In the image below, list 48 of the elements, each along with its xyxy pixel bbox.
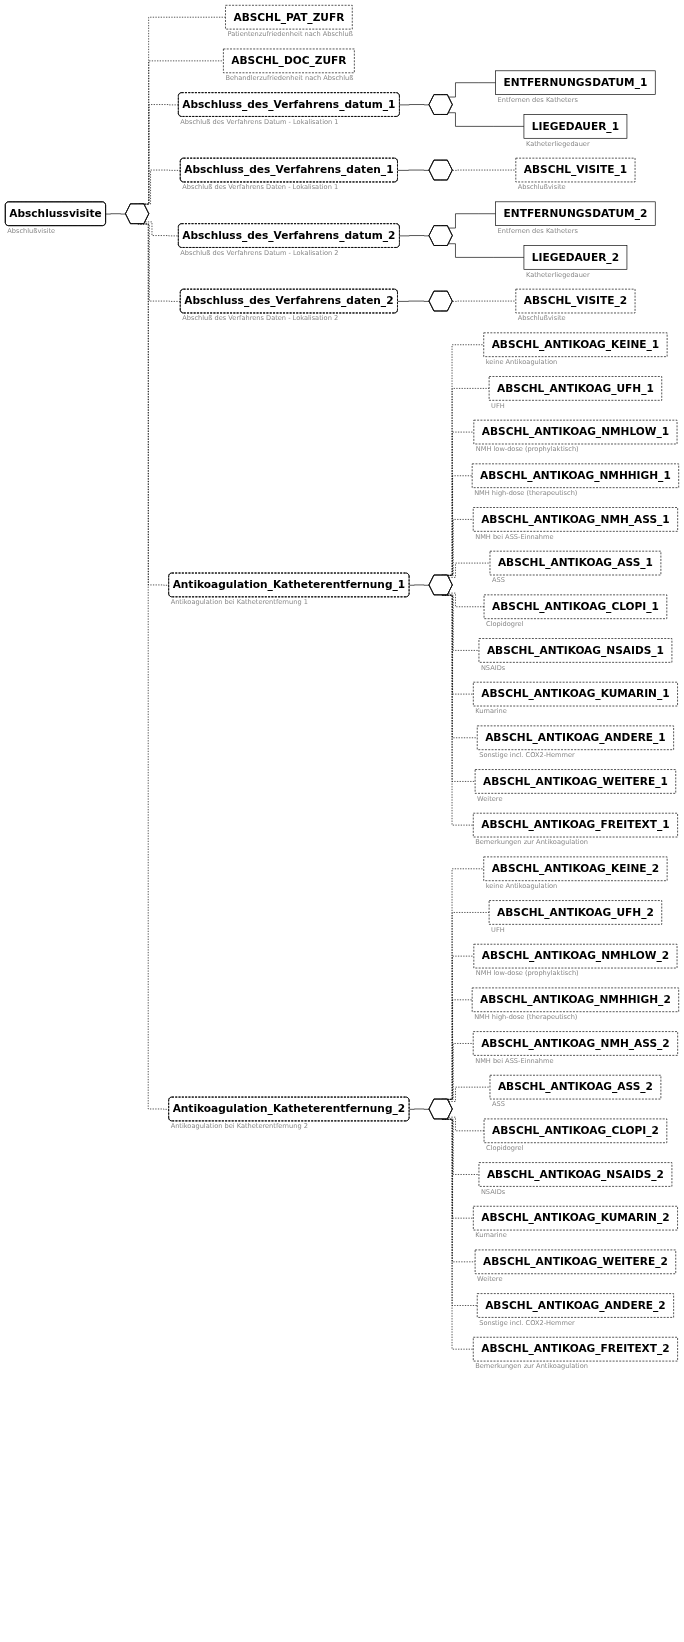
connector — [399, 104, 430, 106]
connector — [448, 82, 496, 98]
node-box: ABSCHL_ANTIKOAG_FREITEXT_2 — [472, 1336, 678, 1362]
connector — [448, 562, 491, 578]
connector — [448, 112, 525, 127]
connector — [448, 243, 525, 258]
node-box: ABSCHL_ANTIKOAG_CLOPI_2 — [483, 1118, 668, 1144]
node-box: ABSCHL_ANTIKOAG_WEITERE_2 — [474, 1249, 677, 1275]
node-box: LIEGEDAUER_1 — [523, 114, 628, 139]
connector — [397, 300, 430, 302]
node-box: ABSCHL_ANTIKOAG_UFH_1 — [488, 376, 663, 401]
connector — [409, 584, 430, 586]
node-box: ABSCHL_ANTIKOAG_NSAIDS_2 — [478, 1162, 673, 1187]
node-box: ABSCHL_ANTIKOAG_KEINE_2 — [483, 856, 668, 882]
node-box: ABSCHL_ANTIKOAG_NMHHIGH_2 — [471, 987, 680, 1013]
node-box: ABSCHL_ANTIKOAG_FREITEXT_1 — [472, 812, 678, 838]
connector — [452, 169, 517, 171]
connector — [409, 1108, 430, 1110]
node-box: ABSCHL_ANTIKOAG_ASS_1 — [489, 550, 662, 576]
node-box: ABSCHL_ANTIKOAG_NMHHIGH_1 — [471, 463, 680, 488]
node-box: ABSCHL_ANTIKOAG_NMH_ASS_2 — [472, 1031, 678, 1056]
node-box: ABSCHL_ANTIKOAG_KUMARIN_2 — [473, 1205, 678, 1231]
node-box: ABSCHL_ANTIKOAG_ASS_2 — [489, 1074, 662, 1100]
node-box: ABSCHL_ANTIKOAG_KEINE_1 — [483, 332, 668, 357]
node-box: ABSCHL_ANTIKOAG_NSAIDS_1 — [478, 638, 673, 663]
node-box: ENTFERNUNGSDATUM_2 — [495, 201, 656, 226]
node-box: ABSCHL_ANTIKOAG_ANDERE_1 — [476, 725, 674, 751]
node-box: ABSCHL_ANTIKOAG_CLOPI_1 — [483, 594, 668, 619]
node-box: ENTFERNUNGSDATUM_1 — [495, 70, 656, 95]
connector — [397, 169, 430, 171]
connector — [144, 221, 179, 237]
connector — [399, 235, 430, 237]
connector — [448, 213, 496, 229]
connector — [105, 213, 127, 215]
node-box: ABSCHL_ANTIKOAG_NMHLOW_2 — [473, 943, 678, 969]
node-box: ABSCHL_VISITE_2 — [515, 288, 636, 314]
node-box: ABSCHL_DOC_ZUFR — [223, 48, 355, 74]
node-box: ABSCHL_ANTIKOAG_UFH_2 — [488, 900, 663, 925]
node-box: ABSCHL_ANTIKOAG_KUMARIN_1 — [473, 681, 678, 707]
node-box: ABSCHL_ANTIKOAG_WEITERE_1 — [474, 769, 677, 794]
node-box: ABSCHL_ANTIKOAG_NMHLOW_1 — [473, 419, 678, 445]
node-box: ABSCHL_VISITE_1 — [515, 157, 636, 183]
node-box: ABSCHL_PAT_ZUFR — [225, 4, 353, 30]
node-box: LIEGEDAUER_2 — [523, 245, 628, 270]
node-box: ABSCHL_ANTIKOAG_NMH_ASS_1 — [472, 507, 678, 532]
node-box: ABSCHL_ANTIKOAG_ANDERE_2 — [476, 1293, 674, 1318]
connector — [448, 1086, 491, 1102]
connector — [452, 300, 517, 302]
